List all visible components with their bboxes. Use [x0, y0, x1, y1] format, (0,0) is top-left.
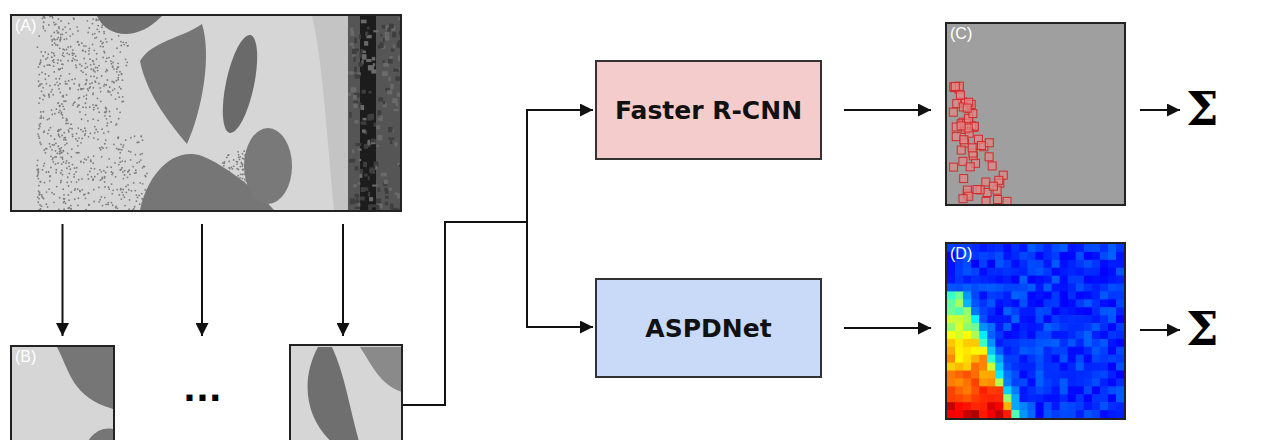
arrow-connector	[844, 109, 931, 111]
input-arrow	[527, 326, 593, 328]
sum-arrow	[1140, 109, 1180, 111]
sum-symbol: Σ	[1186, 86, 1219, 132]
sum-arrow	[1140, 329, 1180, 331]
node-label: (B)	[12, 347, 39, 367]
node-label: ASPDNet	[645, 314, 771, 343]
node-label: Faster R-CNN	[615, 96, 802, 125]
splitter-line	[526, 109, 528, 328]
image-tile	[290, 345, 402, 440]
heat-cells	[947, 244, 1124, 418]
sum-symbol: Σ	[1186, 306, 1219, 352]
land-shapes	[57, 347, 113, 440]
input-image: (A)	[10, 14, 402, 212]
land-shapes	[97, 16, 400, 210]
input-arrow	[527, 109, 593, 111]
ground	[947, 24, 1124, 204]
arrow-connector	[62, 224, 64, 336]
illustration	[947, 244, 1124, 418]
density-map: (D)	[945, 242, 1126, 420]
ellipsis-label: ...	[183, 372, 222, 406]
detection-output: (C)	[945, 22, 1126, 206]
illustration	[12, 16, 400, 210]
splitter-line	[403, 222, 527, 405]
node-label: (C)	[947, 24, 975, 44]
arrow-connector	[844, 327, 931, 329]
illustration	[947, 24, 1124, 204]
ground	[12, 16, 400, 210]
split-arrow	[342, 224, 344, 336]
image-tile: (B)	[10, 345, 115, 440]
model-box: ASPDNet	[595, 278, 822, 378]
split-arrow	[201, 224, 203, 336]
ground	[12, 347, 113, 440]
node-label: (D)	[947, 244, 975, 264]
model-box: Faster R-CNN	[595, 60, 822, 160]
detection-boxes	[949, 82, 1011, 204]
node-label: (A)	[12, 16, 39, 36]
